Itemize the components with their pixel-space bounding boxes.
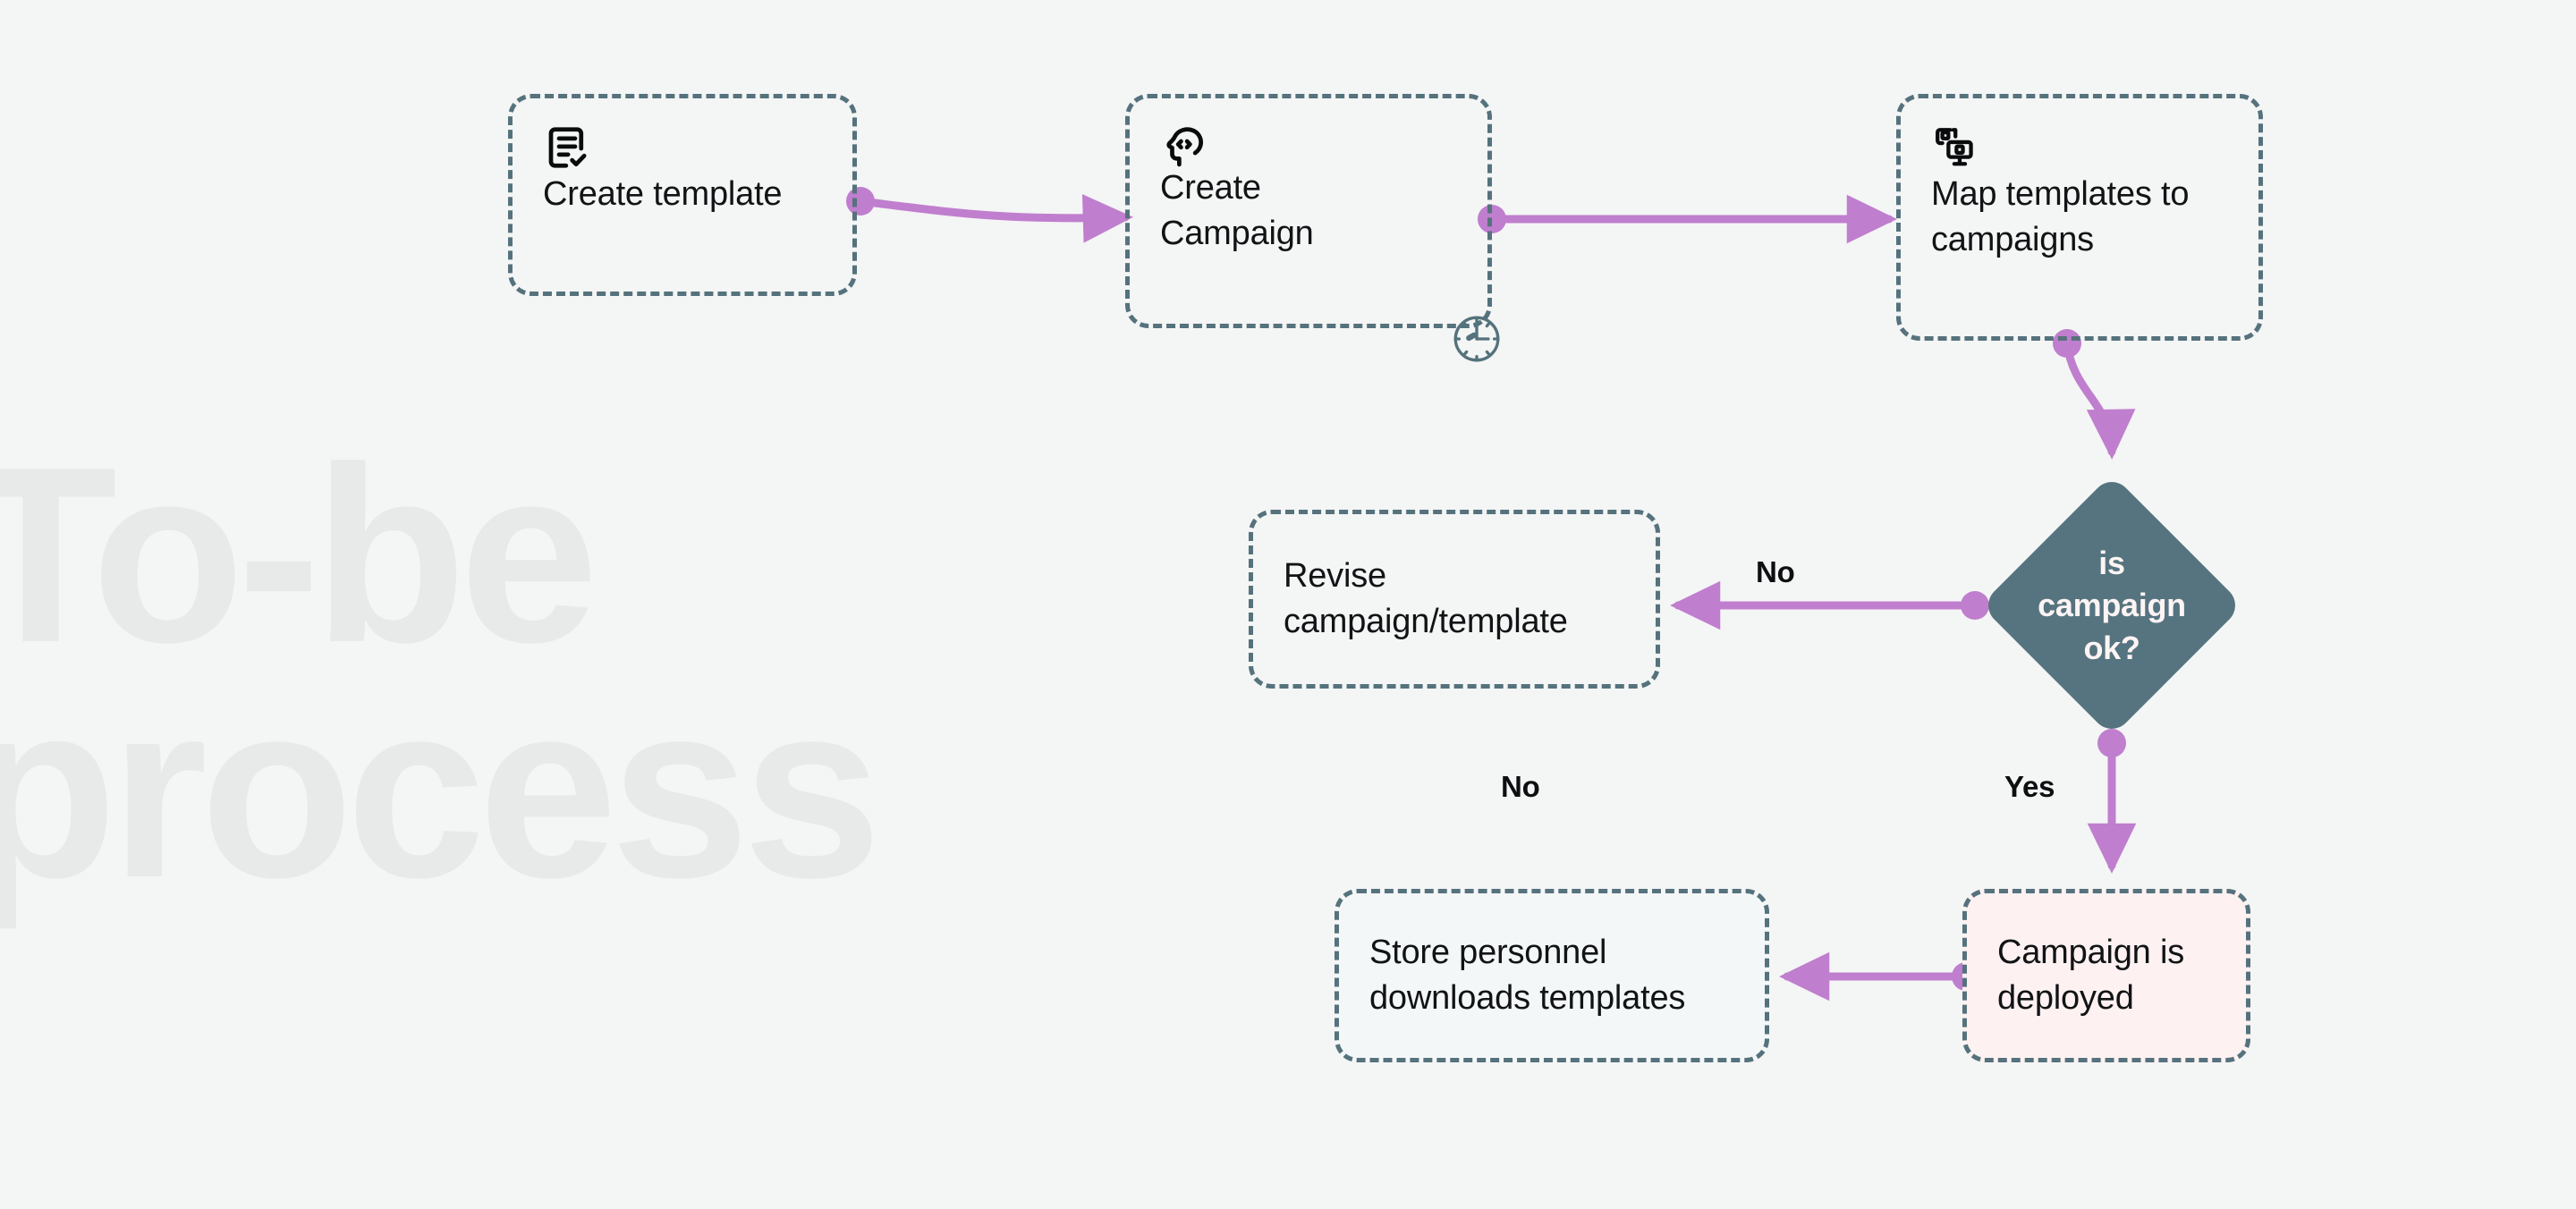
- node-create-campaign[interactable]: Create Campaign: [1125, 94, 1492, 328]
- edge-decision-to-revise: [1670, 580, 1989, 630]
- node-label: Map templates to campaigns: [1931, 174, 2190, 258]
- node-label: Store personnel downloads templates: [1369, 933, 1686, 1017]
- clock-icon: [1449, 311, 1504, 367]
- document-check-icon: [543, 123, 591, 172]
- node-label: is campaign ok?: [2038, 544, 2186, 666]
- node-label: Create Campaign: [1160, 168, 1314, 252]
- node-label: Campaign is deployed: [1997, 933, 2185, 1017]
- node-map-templates[interactable]: Map templates to campaigns: [1896, 94, 2263, 341]
- edge-label-yes-to-deployed: Yes: [2004, 770, 2055, 803]
- node-store-personnel-downloads-templates[interactable]: Store personnel downloads templates: [1335, 889, 1769, 1062]
- edge-deployed-to-store: [1779, 951, 1980, 1002]
- edge-campaign-to-map: [1478, 194, 1897, 244]
- edge-label-no-to-revise: No: [1756, 555, 1795, 588]
- edge-decision-to-deployed: [2087, 729, 2137, 874]
- watermark-text: To-be process: [0, 416, 882, 931]
- node-campaign-is-deployed[interactable]: Campaign is deployed: [1962, 889, 2250, 1062]
- node-decision-is-campaign-ok[interactable]: is campaign ok?: [1979, 473, 2244, 738]
- node-create-template[interactable]: Create template: [508, 94, 857, 296]
- head-code-icon: [1160, 123, 1208, 172]
- ab-screens-icon: [1931, 123, 1979, 172]
- edge-label-no-standalone: No: [1501, 770, 1540, 803]
- node-label: Revise campaign/template: [1284, 556, 1568, 640]
- node-label: Create template: [543, 175, 783, 214]
- edge-template-to-campaign: [846, 187, 1133, 243]
- node-revise-campaign-template[interactable]: Revise campaign/template: [1249, 510, 1660, 689]
- edge-map-to-decision: [2053, 329, 2136, 460]
